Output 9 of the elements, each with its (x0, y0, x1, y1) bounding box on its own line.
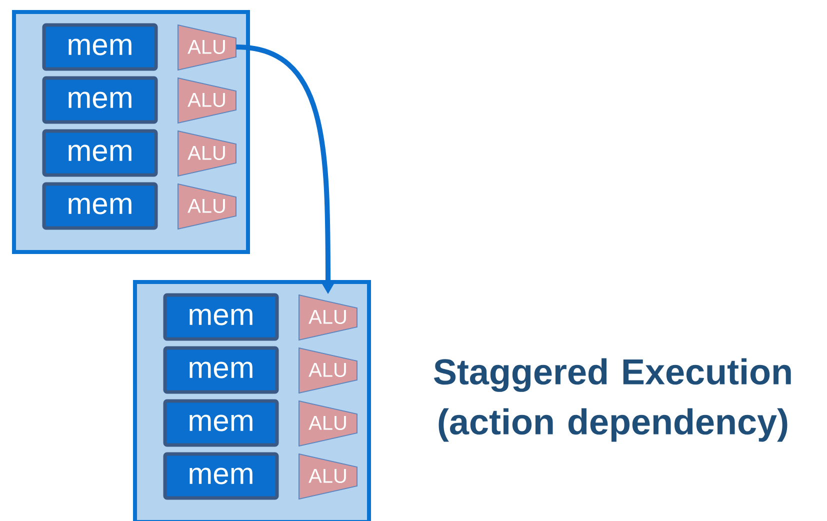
memory-box: mem (42, 76, 158, 124)
memory-box: mem (163, 346, 279, 394)
memory-box: mem (42, 23, 158, 71)
memory-box: mem (163, 399, 279, 447)
memory-box: mem (42, 182, 158, 230)
memory-box: mem (163, 293, 279, 341)
memory-box: mem (42, 129, 158, 177)
memory-box: mem (163, 452, 279, 500)
caption-text: Staggered Execution (action dependency) (434, 358, 791, 442)
